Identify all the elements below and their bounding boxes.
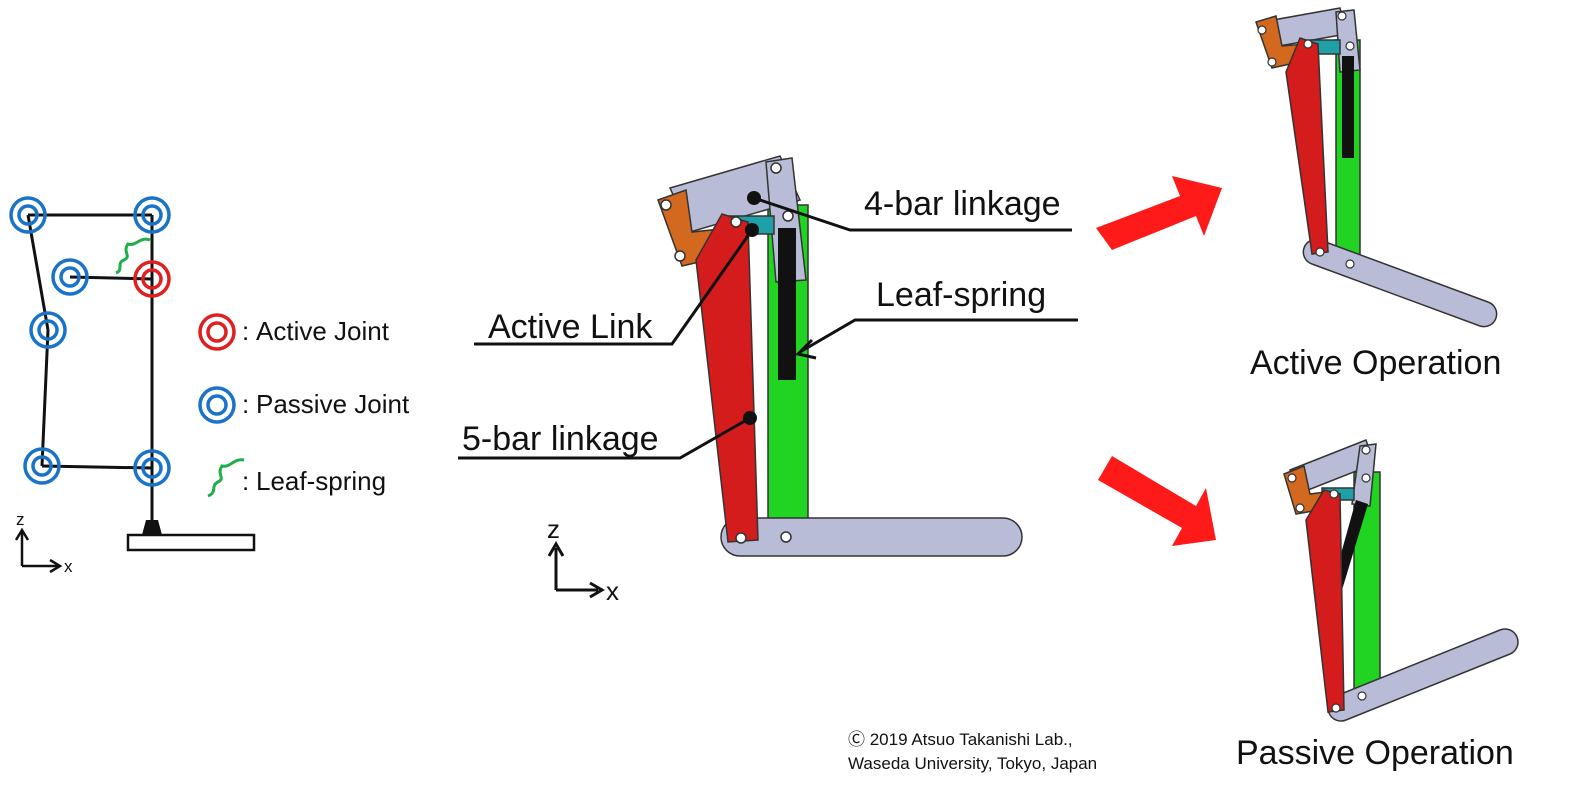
leaf-spring-bar [778, 228, 796, 380]
leaf-spring-icon [207, 458, 245, 498]
legend-separator: : [242, 389, 249, 419]
callout-5-bar-linkage: 5-bar linkage [462, 420, 659, 458]
schematic-spring-icon [115, 237, 151, 275]
legend-separator: : [242, 316, 249, 346]
caption-active-operation: Active Operation [1250, 344, 1501, 382]
callout-4-bar-linkage: 4-bar linkage [864, 185, 1061, 223]
leaf-spring-arrowhead [795, 338, 817, 360]
caption-passive-operation: Passive Operation [1236, 734, 1514, 772]
schematic-axes [14, 527, 63, 574]
copyright-line-1: Ⓒ 2019 Atsuo Takanishi Lab., [848, 730, 1073, 749]
arrow-to-active-icon [1096, 176, 1222, 250]
callout-active-link: Active Link [488, 308, 653, 346]
grey-foot-link [720, 517, 1023, 557]
kinematic-schematic: z x [9, 196, 256, 576]
center-x-label: x [606, 576, 619, 606]
active-operation-mechanism [1255, 7, 1498, 328]
pins [660, 162, 794, 544]
leader-lines [458, 196, 1078, 460]
arrow-to-passive-icon [1098, 456, 1216, 546]
copyright-line-2: Waseda University, Tokyo, Japan [848, 754, 1097, 773]
legend: : Active Joint : Passive Joint : Leaf-sp… [198, 313, 410, 498]
passive-joint-icon [198, 386, 236, 424]
main-mechanism [458, 155, 1078, 557]
passive-operation-mechanism [1283, 439, 1519, 722]
legend-active-joint: Active Joint [256, 316, 390, 346]
ground-mount [142, 520, 162, 535]
schematic-z-label: z [16, 510, 25, 529]
ground-base [126, 533, 256, 552]
schematic-x-label: x [64, 557, 73, 576]
legend-passive-joint: Passive Joint [256, 389, 410, 419]
center-axes [547, 541, 605, 599]
center-z-label: z [547, 514, 560, 544]
callout-leaf-spring: Leaf-spring [876, 276, 1046, 314]
legend-separator: : [242, 466, 249, 496]
legend-leaf-spring: Leaf-spring [256, 466, 386, 496]
active-joint-icon [198, 313, 236, 351]
